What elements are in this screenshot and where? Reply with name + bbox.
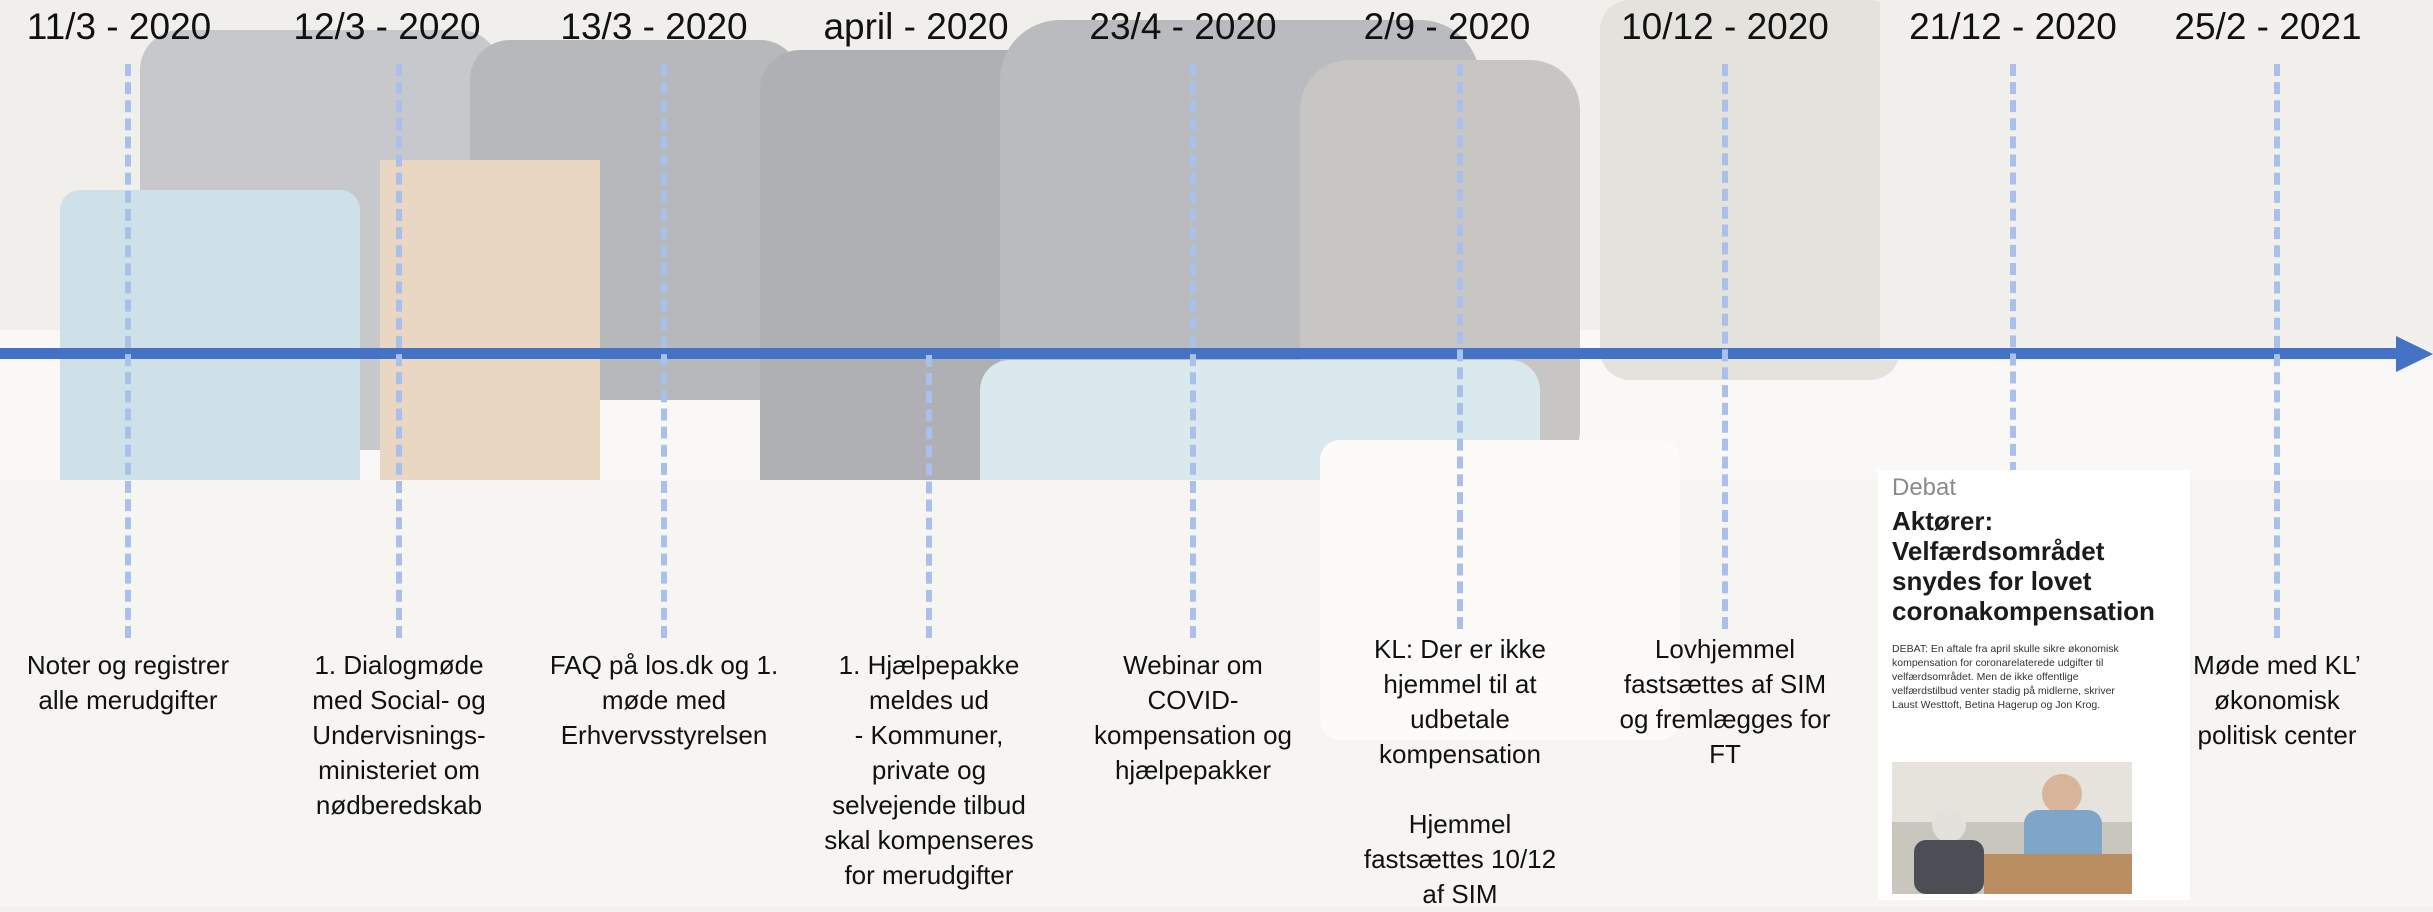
event-description: KL: Der er ikke hjemmel til at udbetale …: [1363, 634, 1557, 909]
event-description: 1. Hjælpepakke meldes ud - Kommuner, pri…: [824, 650, 1034, 890]
event-marker: [396, 64, 402, 638]
event-marker: [926, 355, 932, 638]
event-date: april - 2020: [796, 4, 1036, 50]
event-description: FAQ på los.dk og 1. møde med Erhvervssty…: [549, 650, 779, 750]
event-date: 11/3 - 2020: [0, 4, 239, 50]
event-date: 2/9 - 2020: [1327, 4, 1567, 50]
event-description: Lovhjemmel fastsættes af SIM og fremlægg…: [1619, 634, 1831, 769]
event-date: 21/12 - 2020: [1893, 4, 2133, 50]
event-marker: [2274, 64, 2280, 638]
article-headline: Aktører: Velfærdsområdet snydes for love…: [1892, 506, 2155, 626]
timeline-axis: [0, 348, 2398, 359]
event-marker: [125, 64, 131, 638]
event-description: Webinar om COVID-kompensation og hjælpep…: [1093, 650, 1293, 785]
timeline-arrowhead: [2396, 336, 2433, 372]
event-description: 1. Dialogmøde med Social- og Undervisnin…: [312, 650, 486, 820]
event-date: 10/12 - 2020: [1605, 4, 1845, 50]
article-photo: [1892, 762, 2132, 894]
event-description: Møde med KL’ økonomisk politisk center: [2193, 650, 2361, 750]
event-date: 23/4 - 2020: [1063, 4, 1303, 50]
event-date: 12/3 - 2020: [267, 4, 507, 50]
event-marker: [1722, 64, 1728, 629]
article-kicker: Debat: [1892, 474, 1957, 501]
article-clipping: Debat Aktører: Velfærdsområdet snydes fo…: [1878, 470, 2190, 900]
event-description: Noter og registrer alle merudgifter: [26, 650, 230, 715]
event-date: 13/3 - 2020: [534, 4, 774, 50]
event-marker: [1457, 64, 1463, 629]
event-marker: [1190, 64, 1196, 638]
event-marker: [2010, 64, 2016, 474]
event-marker: [661, 64, 667, 638]
article-lead: DEBAT: En aftale fra april skulle sikre …: [1892, 643, 2119, 711]
event-date: 25/2 - 2021: [2148, 4, 2388, 50]
